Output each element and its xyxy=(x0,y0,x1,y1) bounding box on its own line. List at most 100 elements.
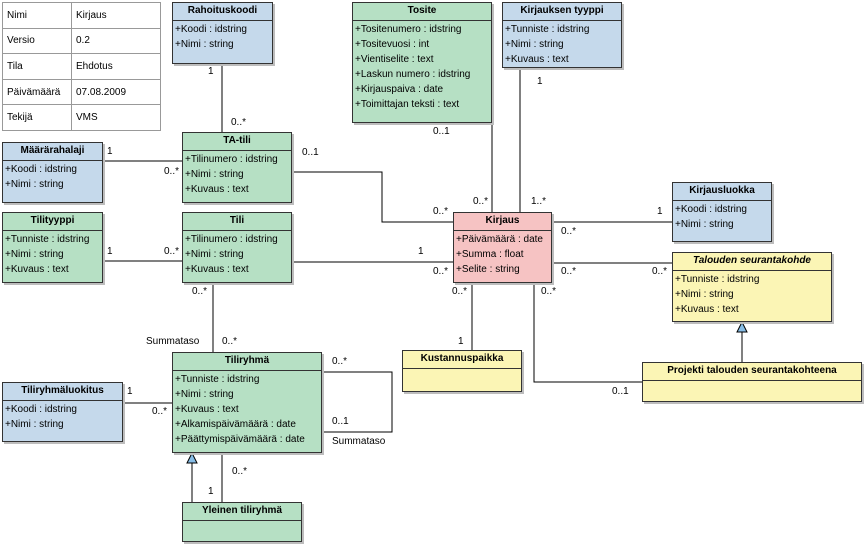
class-attribute: +Nimi : string xyxy=(675,289,734,300)
mult-tilityyppi-1: 1 xyxy=(107,246,113,257)
gen-arrowhead-tiliryhma xyxy=(186,451,198,464)
class-attribute: +Koodi : idstring xyxy=(5,404,77,415)
class-attribute: +Tilinumero : idstring xyxy=(185,234,278,245)
assoc-tiliryhma-self xyxy=(322,371,393,433)
mult-tili-kirjaus-1: 1 xyxy=(418,246,424,257)
mult-tilityyppi-many: 0..* xyxy=(164,246,180,257)
class-tiliryhmaluokitus[interactable]: Tiliryhmäluokitus +Koodi : idstring+Nimi… xyxy=(2,382,123,442)
class-attribute: +Kuvaus : text xyxy=(175,404,239,415)
class-attribute: +Koodi : idstring xyxy=(675,204,747,215)
mult-seuranta-many: 0..* xyxy=(652,266,668,277)
mult-tosite-01: 0..1 xyxy=(433,126,450,137)
attribute-list: +Tunniste : idstring+Nimi : string+Kuvau… xyxy=(3,231,102,278)
class-tiliryhma[interactable]: Tiliryhmä +Tunniste : idstring+Nimi : st… xyxy=(172,352,322,453)
class-attribute: +Tositenumero : idstring xyxy=(355,24,462,35)
attribute-list: +Koodi : idstring+Nimi : string xyxy=(173,21,272,53)
mult-ktyyppi-many: 1..* xyxy=(531,196,547,207)
class-attribute: +Nimi : string xyxy=(675,219,734,230)
class-attribute: +Summa : float xyxy=(456,249,524,260)
mult-tatili-01: 0..1 xyxy=(302,147,319,158)
mult-maara-many: 0..* xyxy=(164,166,180,177)
class-name: Tiliryhmäluokitus xyxy=(3,383,122,401)
mult-rahoitus-1: 1 xyxy=(208,66,214,77)
class-name: Kirjaus xyxy=(454,213,551,231)
metadata-key: Tila xyxy=(2,53,72,80)
mult-kustannus-1: 1 xyxy=(458,336,464,347)
class-attribute: +Tunniste : idstring xyxy=(675,274,760,285)
class-attribute: +Nimi : string xyxy=(175,39,234,50)
mult-seuranta-kirjaus-many: 0..* xyxy=(561,266,577,277)
mult-ktyyppi-1: 1 xyxy=(537,76,543,87)
mult-tili-kirjaus-many: 0..* xyxy=(433,266,449,277)
mult-self-many: 0..* xyxy=(332,356,348,367)
attribute-list: +Päivämäärä : date+Summa : float+Selite … xyxy=(454,231,551,278)
class-name: Määrärahalaji xyxy=(3,143,102,161)
class-attribute: +Kuvaus : text xyxy=(505,54,569,65)
attribute-list: +Koodi : idstring +Nimi : string xyxy=(673,201,771,233)
class-name: Kirjausluokka xyxy=(673,183,771,201)
class-attribute: +Nimi : string xyxy=(505,39,564,50)
class-attribute: +Koodi : idstring xyxy=(5,164,77,175)
attribute-list: +Tilinumero : idstring +Nimi : string +Kuv… xyxy=(183,231,291,278)
attribute-list: +Koodi : idstring +Nimi : string xyxy=(3,161,102,193)
class-name: Tilityyppi xyxy=(3,213,102,231)
mult-yleinen-1: 1 xyxy=(208,486,214,497)
role-summataso-right: Summataso xyxy=(332,436,386,447)
attribute-list: +Tunniste : idstring +Nimi : string +Kuvau… xyxy=(673,271,831,318)
class-attribute: +Toimittajan teksti : text xyxy=(355,99,460,110)
class-kirjaus[interactable]: Kirjaus +Päivämäärä : date +Summa : float… xyxy=(453,212,552,283)
metadata-key: Versio xyxy=(2,27,72,55)
attribute-list: +Tunniste : idstring+Nimi : string+Kuvau… xyxy=(173,371,321,448)
mult-projekti-01: 0..1 xyxy=(612,386,629,397)
class-kustannuspaikka[interactable]: Kustannuspaikka xyxy=(402,350,522,392)
mult-kluokka-many: 0..* xyxy=(561,226,577,237)
class-talouden-seurantakohde[interactable]: Talouden seurantakohde +Tunniste : idstr… xyxy=(672,252,832,322)
class-attribute: +Päättymispäivämäärä : date xyxy=(175,434,305,445)
class-attribute: +Kuvaus : text xyxy=(185,184,249,195)
class-name: TA-tili xyxy=(183,133,291,151)
class-name: Projekti talouden seurantakohteena xyxy=(643,363,861,381)
class-maararahalaji[interactable]: Määrärahalaji +Koodi : idstring +Nimi : s… xyxy=(2,142,103,203)
mult-yleinen-many: 0..* xyxy=(232,466,248,477)
class-tosite[interactable]: Tosite +Tositenumero : idstring+Tositevu… xyxy=(352,2,492,123)
attribute-list: +Tositenumero : idstring+Tositevuosi : i… xyxy=(353,21,491,113)
class-attribute: +Alkamispäivämäärä : date xyxy=(175,419,296,430)
mult-kluokka-1: 1 xyxy=(657,206,663,217)
assoc-kirjaus-projekti xyxy=(533,283,642,383)
class-attribute: +Nimi : string xyxy=(175,389,234,400)
class-tilityyppi[interactable]: Tilityyppi +Tunniste : idstring +Nimi : s… xyxy=(2,212,103,283)
role-summataso-left: Summataso xyxy=(146,336,200,347)
mult-tili-ryhma-many-2: 0..* xyxy=(222,336,238,347)
class-attribute: +Tunniste : idstring xyxy=(5,234,90,245)
class-kirjauksen-tyyppi[interactable]: Kirjauksen tyyppi +Tunniste : idstring+N… xyxy=(502,2,622,68)
class-attribute: +Nimi : string xyxy=(5,179,64,190)
class-attribute: +Kuvaus : text xyxy=(185,264,249,275)
class-attribute: +Päivämäärä : date xyxy=(456,234,543,245)
class-attribute: +Nimi : string xyxy=(5,249,64,260)
class-tili[interactable]: Tili +Tilinumero : idstring+Nimi : strin… xyxy=(182,212,292,283)
class-yleinen-tiliryhma[interactable]: Yleinen tiliryhmä xyxy=(182,502,302,542)
class-attribute: +Nimi : string xyxy=(185,249,244,260)
class-attribute: +Kuvaus : text xyxy=(675,304,739,315)
mult-tosite-many: 0..* xyxy=(473,196,489,207)
class-rahoituskoodi[interactable]: Rahoituskoodi +Koodi : idstring+Nimi : s… xyxy=(172,2,273,64)
mult-projekti-kirjaus-many: 0..* xyxy=(541,286,557,297)
mult-self-01: 0..1 xyxy=(332,416,349,427)
class-kirjausluokka[interactable]: Kirjausluokka +Koodi : idstring +Nimi : s… xyxy=(672,182,772,242)
class-ta-tili[interactable]: TA-tili +Tilinumero : idstring+Nimi : st… xyxy=(182,132,292,203)
class-name: Kirjauksen tyyppi xyxy=(503,3,621,21)
attribute-list: +Tilinumero : idstring+Nimi : string+Kuv… xyxy=(183,151,291,198)
metadata-value: 07.08.2009 xyxy=(71,78,161,106)
mult-luokitus-many: 0..* xyxy=(152,406,168,417)
class-attribute: +Vientiselite : text xyxy=(355,54,434,65)
class-name: Yleinen tiliryhmä xyxy=(183,503,301,521)
class-name: Kustannuspaikka xyxy=(403,351,521,369)
metadata-value: 0.2 xyxy=(71,27,161,55)
class-projekti-talouden-seurantakohteena[interactable]: Projekti talouden seurantakohteena xyxy=(642,362,862,402)
